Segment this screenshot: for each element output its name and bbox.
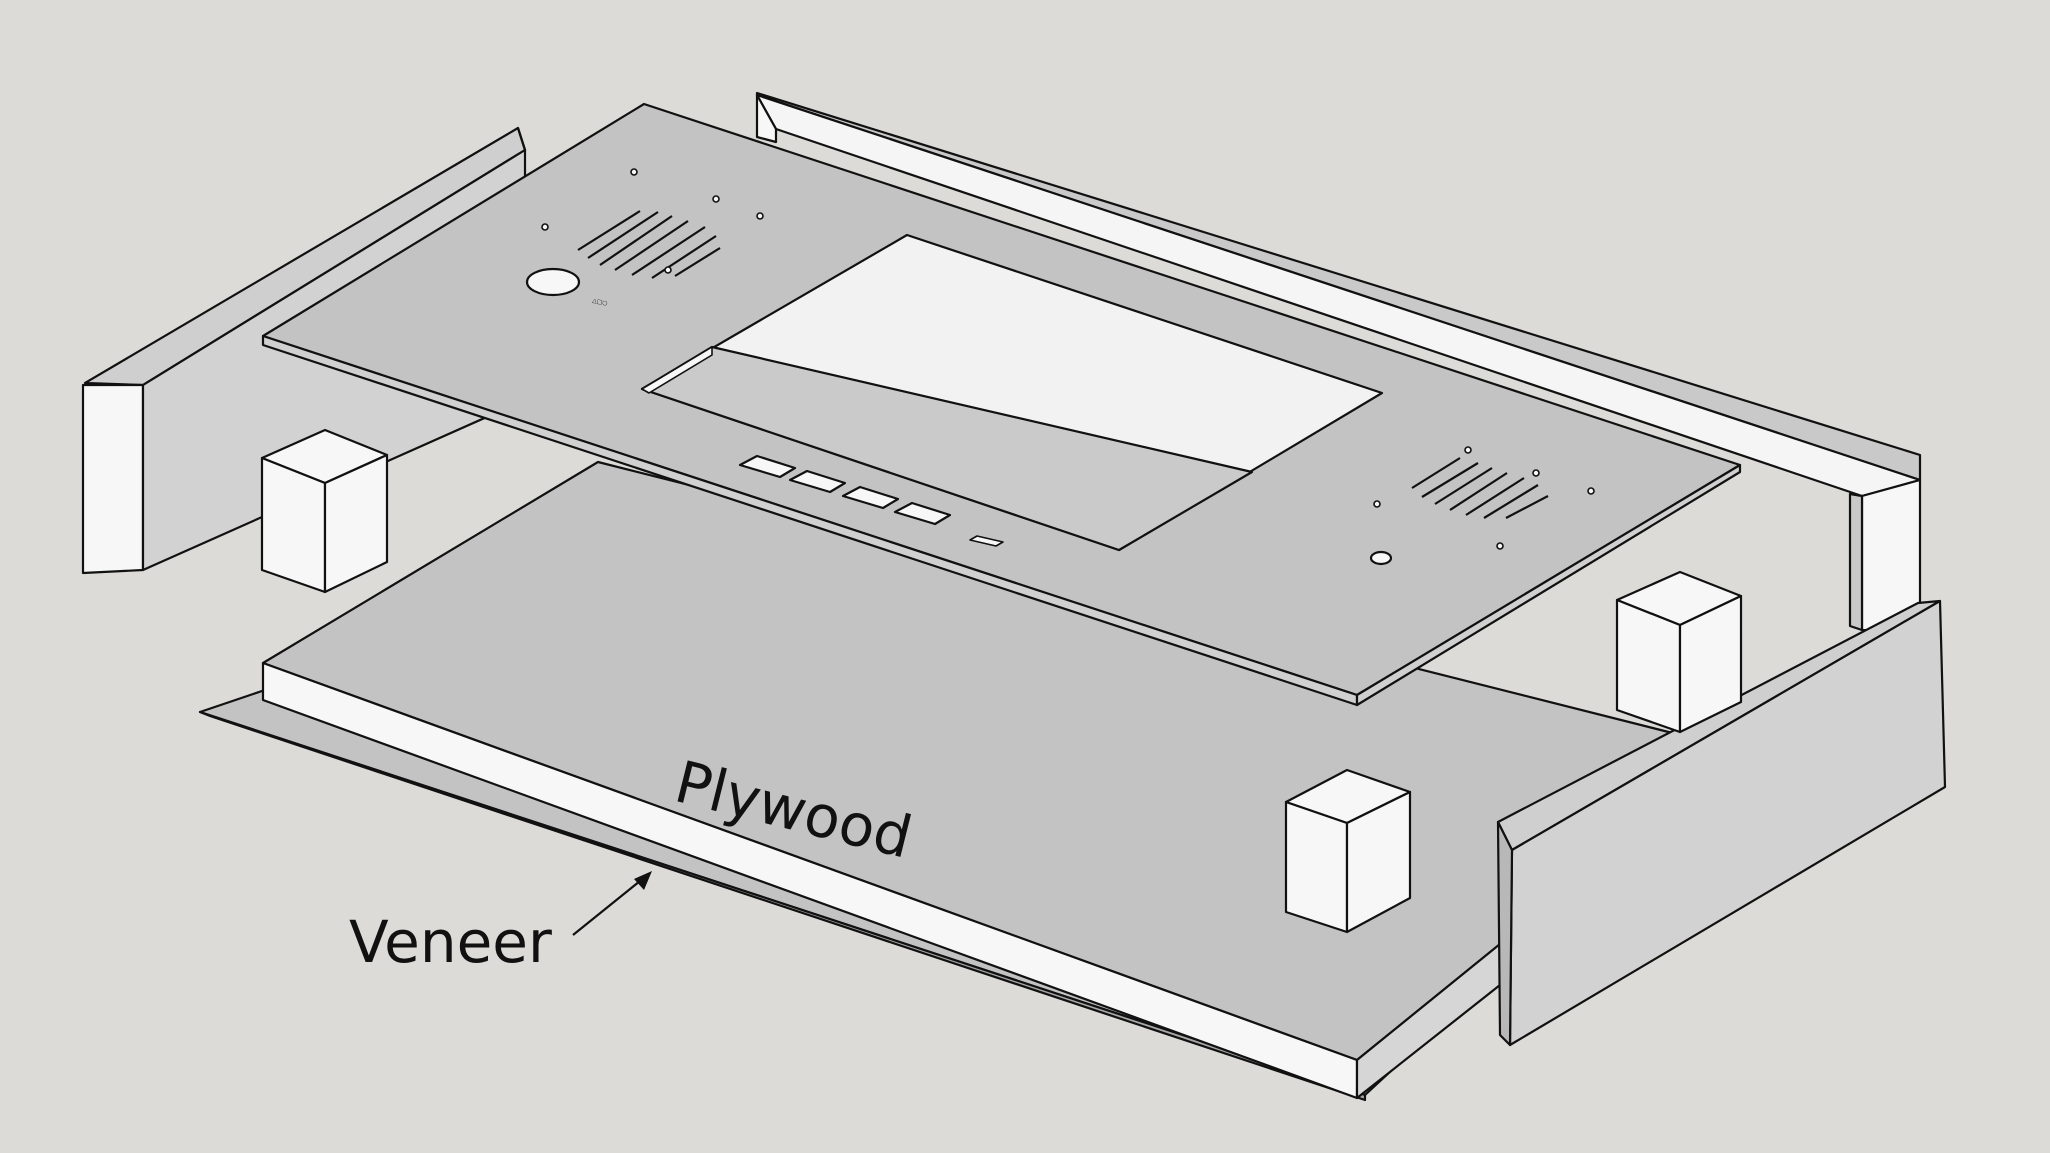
spacer-block-front-right bbox=[1284, 768, 1412, 934]
display-cutout bbox=[640, 233, 1384, 552]
spacer-block-back-left bbox=[260, 428, 389, 594]
back-wall bbox=[755, 91, 1922, 634]
knob-hole-icon: △□○ bbox=[525, 267, 609, 307]
front-right-wall bbox=[1496, 599, 1947, 1047]
speaker-grille-left-icon bbox=[541, 168, 764, 279]
veneer-label-text: Veneer bbox=[349, 908, 552, 976]
veneer-arrow-icon bbox=[572, 880, 641, 936]
button-slots bbox=[738, 454, 1004, 547]
spacer-block-back-right bbox=[1615, 570, 1743, 734]
speaker-grille-right-icon bbox=[1369, 446, 1595, 566]
veneer-arrowhead-icon bbox=[634, 871, 652, 890]
veneer-label: Veneer bbox=[349, 871, 652, 976]
svg-text:△□○: △□○ bbox=[592, 297, 609, 307]
top-face-plate: △□○ bbox=[261, 102, 1742, 707]
